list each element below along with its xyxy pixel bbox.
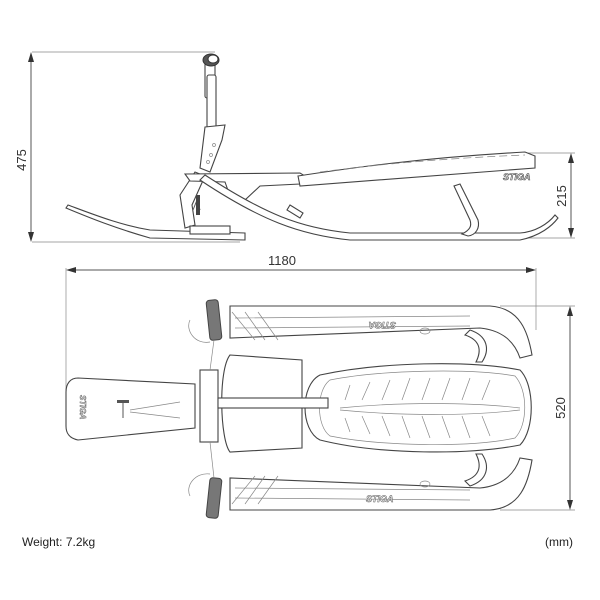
top-view: STIGA STIGA STIGA <box>65 299 533 519</box>
dimension-width: 520 <box>500 305 575 511</box>
dimension-seat-height: 215 <box>520 152 575 239</box>
seat-top <box>304 363 532 453</box>
width-label: 520 <box>553 397 568 419</box>
dimension-length: 1180 <box>65 253 537 400</box>
dimension-height: 475 <box>14 51 240 243</box>
seat-frame: STIGA <box>183 151 559 241</box>
length-label: 1180 <box>268 253 296 268</box>
height-label: 475 <box>14 149 29 171</box>
units-label: (mm) <box>545 535 573 549</box>
brand-mark-bottom: STIGA <box>366 494 394 504</box>
brand-mark-top: STIGA <box>368 320 396 330</box>
front-ski <box>65 171 246 241</box>
weight-info: Weight: 7.2kg <box>22 535 95 549</box>
steering-column <box>199 53 226 173</box>
brand-mark-side: STIGA <box>503 172 531 182</box>
brand-mark-ski: STIGA <box>78 395 87 420</box>
steering-top <box>188 299 329 519</box>
seat-height-label: 215 <box>554 185 569 207</box>
front-ski-top: STIGA <box>65 377 196 441</box>
runner-top: STIGA STIGA <box>229 305 533 511</box>
weight-label: Weight: <box>22 535 63 549</box>
side-view: 475 215 <box>14 51 575 243</box>
weight-value: 7.2kg <box>65 535 96 549</box>
